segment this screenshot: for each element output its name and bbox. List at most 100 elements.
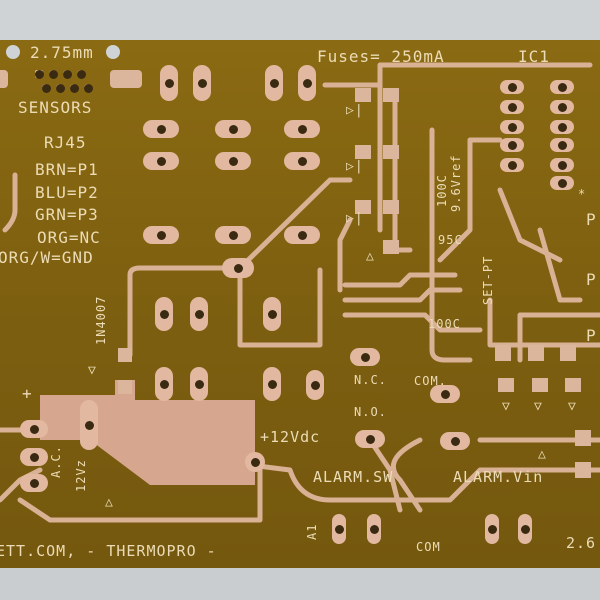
pad (284, 152, 320, 170)
diode-icon: △ (538, 447, 547, 462)
nc-label: N.C. (354, 373, 387, 387)
ic-pad (500, 138, 524, 152)
com-bottom-label: COM (416, 540, 441, 554)
pad (350, 348, 380, 366)
pad (190, 367, 208, 401)
pad (245, 452, 265, 472)
header-pad (41, 83, 51, 93)
pad (284, 120, 320, 138)
header-pad (83, 83, 93, 93)
pad (518, 514, 532, 544)
diode-icon: △ (366, 249, 375, 264)
pinout-brn: BRN=P1 (35, 160, 99, 179)
pinout-org: ORG=NC (37, 228, 101, 247)
pad (367, 514, 381, 544)
pad (215, 152, 251, 170)
smd-pad (528, 345, 544, 361)
pad (306, 370, 324, 400)
header-pad (62, 69, 72, 79)
pad (190, 297, 208, 331)
pad (355, 430, 385, 448)
smd-pad (575, 430, 591, 446)
smd-pad (495, 345, 511, 361)
smd-pad (560, 345, 576, 361)
smd-pad (575, 462, 591, 478)
pad (143, 226, 179, 244)
pad (160, 65, 178, 101)
diode-icon: ▽ (502, 399, 511, 414)
smd-pad (355, 88, 371, 102)
pad (263, 297, 281, 331)
header-pad (48, 69, 58, 79)
diode-icon: ▷| (346, 159, 364, 174)
diode-icon: ▷| (346, 211, 364, 226)
fuse-pad (0, 70, 8, 88)
a1-label: A1 (305, 523, 319, 540)
diode-icon: △ (105, 495, 114, 510)
pad (298, 65, 316, 101)
header-pad (55, 83, 65, 93)
pad (80, 400, 98, 450)
smd-pad (565, 378, 581, 392)
mounting-hole (6, 45, 20, 59)
pad (440, 432, 470, 450)
diode-icon: ▽ (88, 363, 97, 378)
pad (284, 226, 320, 244)
no-label: N.O. (354, 405, 387, 419)
pinout-blu: BLU=P2 (35, 183, 99, 202)
pad (20, 448, 48, 466)
com-label: COM. (414, 374, 447, 388)
p-mark: P (586, 270, 597, 289)
pinout-grn: GRN=P3 (35, 205, 99, 224)
smd-pad (383, 88, 399, 102)
smd-pad (118, 348, 132, 362)
smd-pad (383, 200, 399, 214)
pad (215, 226, 251, 244)
ic-pad (500, 80, 524, 94)
smd-pad (355, 145, 371, 159)
header-pad (69, 83, 79, 93)
ac-voltage-label: 12Vz (74, 459, 88, 492)
ic-pad (550, 120, 574, 134)
ic-pad (550, 138, 574, 152)
hole-spacing-label: 2.75mm (30, 43, 94, 62)
dc-out-label: +12Vdc (260, 428, 321, 446)
ic-pad (550, 176, 574, 190)
pad (155, 367, 173, 401)
smd-pad (383, 240, 399, 254)
header-pad (34, 69, 44, 79)
setpoint-100c-label: 100C (428, 317, 461, 331)
pad (143, 152, 179, 170)
smd-pad (532, 378, 548, 392)
pad (430, 385, 460, 403)
pad (215, 120, 251, 138)
fuse-pad (110, 70, 142, 88)
smd-pad (118, 380, 132, 394)
diode-icon: ▷| (346, 103, 364, 118)
diode-part-label: 1N4007 (94, 295, 108, 345)
vref-100c-label: 100C (435, 174, 449, 207)
mounting-hole (106, 45, 120, 59)
vref-label: 9.6Vref (449, 154, 463, 212)
setpoint-label: SET-PT (481, 255, 495, 305)
pad (20, 420, 48, 438)
background-surface (0, 568, 600, 600)
sensors-label: SENSORS (18, 98, 93, 117)
smd-pad (355, 200, 371, 214)
pad (155, 297, 173, 331)
alarm-vin-label: ALARM.Vin (453, 468, 544, 486)
ic-pad (550, 80, 574, 94)
alarm-sw-label: ALARM.SW (313, 468, 394, 486)
pad (485, 514, 499, 544)
p-mark: P (586, 326, 597, 345)
fuses-label: Fuses= 250mA (317, 47, 445, 66)
ic1-label: IC1 (518, 47, 550, 66)
pinout-orgw: ORG/W=GND (0, 248, 94, 267)
smd-pad (498, 378, 514, 392)
asterisk-mark: * (578, 187, 587, 201)
smd-pad (383, 145, 399, 159)
rj45-label: RJ45 (44, 133, 87, 152)
ac-label: A.C. (49, 445, 63, 478)
ic-pad (550, 158, 574, 172)
